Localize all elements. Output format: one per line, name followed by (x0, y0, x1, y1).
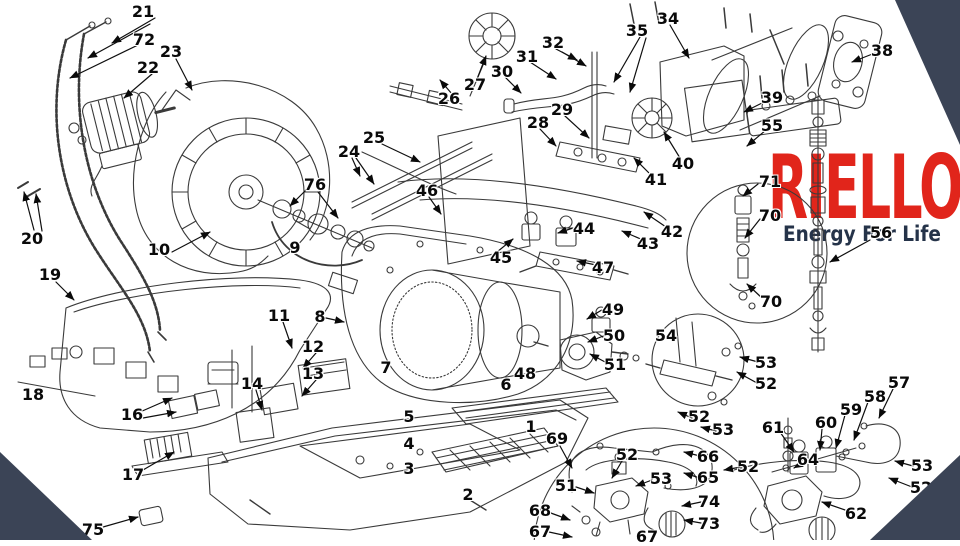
damper-linkage (389, 12, 516, 111)
air-damper-assembly (631, 7, 883, 143)
back-panel (437, 117, 531, 265)
plate-and-grid (431, 387, 619, 473)
ignition-cables (17, 17, 167, 363)
chassis (207, 399, 589, 531)
tee-bracket (555, 1, 660, 173)
gaskets (17, 345, 96, 397)
oil-tubes (361, 151, 667, 229)
plug (138, 505, 164, 527)
burner-housing (327, 225, 574, 404)
pump-assembly (533, 306, 640, 381)
cover (59, 277, 331, 433)
oil-valves (519, 211, 629, 281)
brand-logo: RIELLO (768, 135, 960, 240)
rods (351, 141, 493, 221)
detail-circle-nozzle-holder (686, 182, 828, 324)
detail-circle-manifold (645, 313, 745, 407)
motor (68, 91, 176, 197)
combustion-head (379, 269, 561, 391)
shaft-couplings (257, 199, 375, 267)
manifold-block (746, 63, 842, 137)
nozzle-line-parts (809, 95, 827, 353)
fan-housing (133, 80, 331, 275)
detail-circle-pump (533, 427, 775, 540)
leader-arrows (22, 17, 917, 539)
